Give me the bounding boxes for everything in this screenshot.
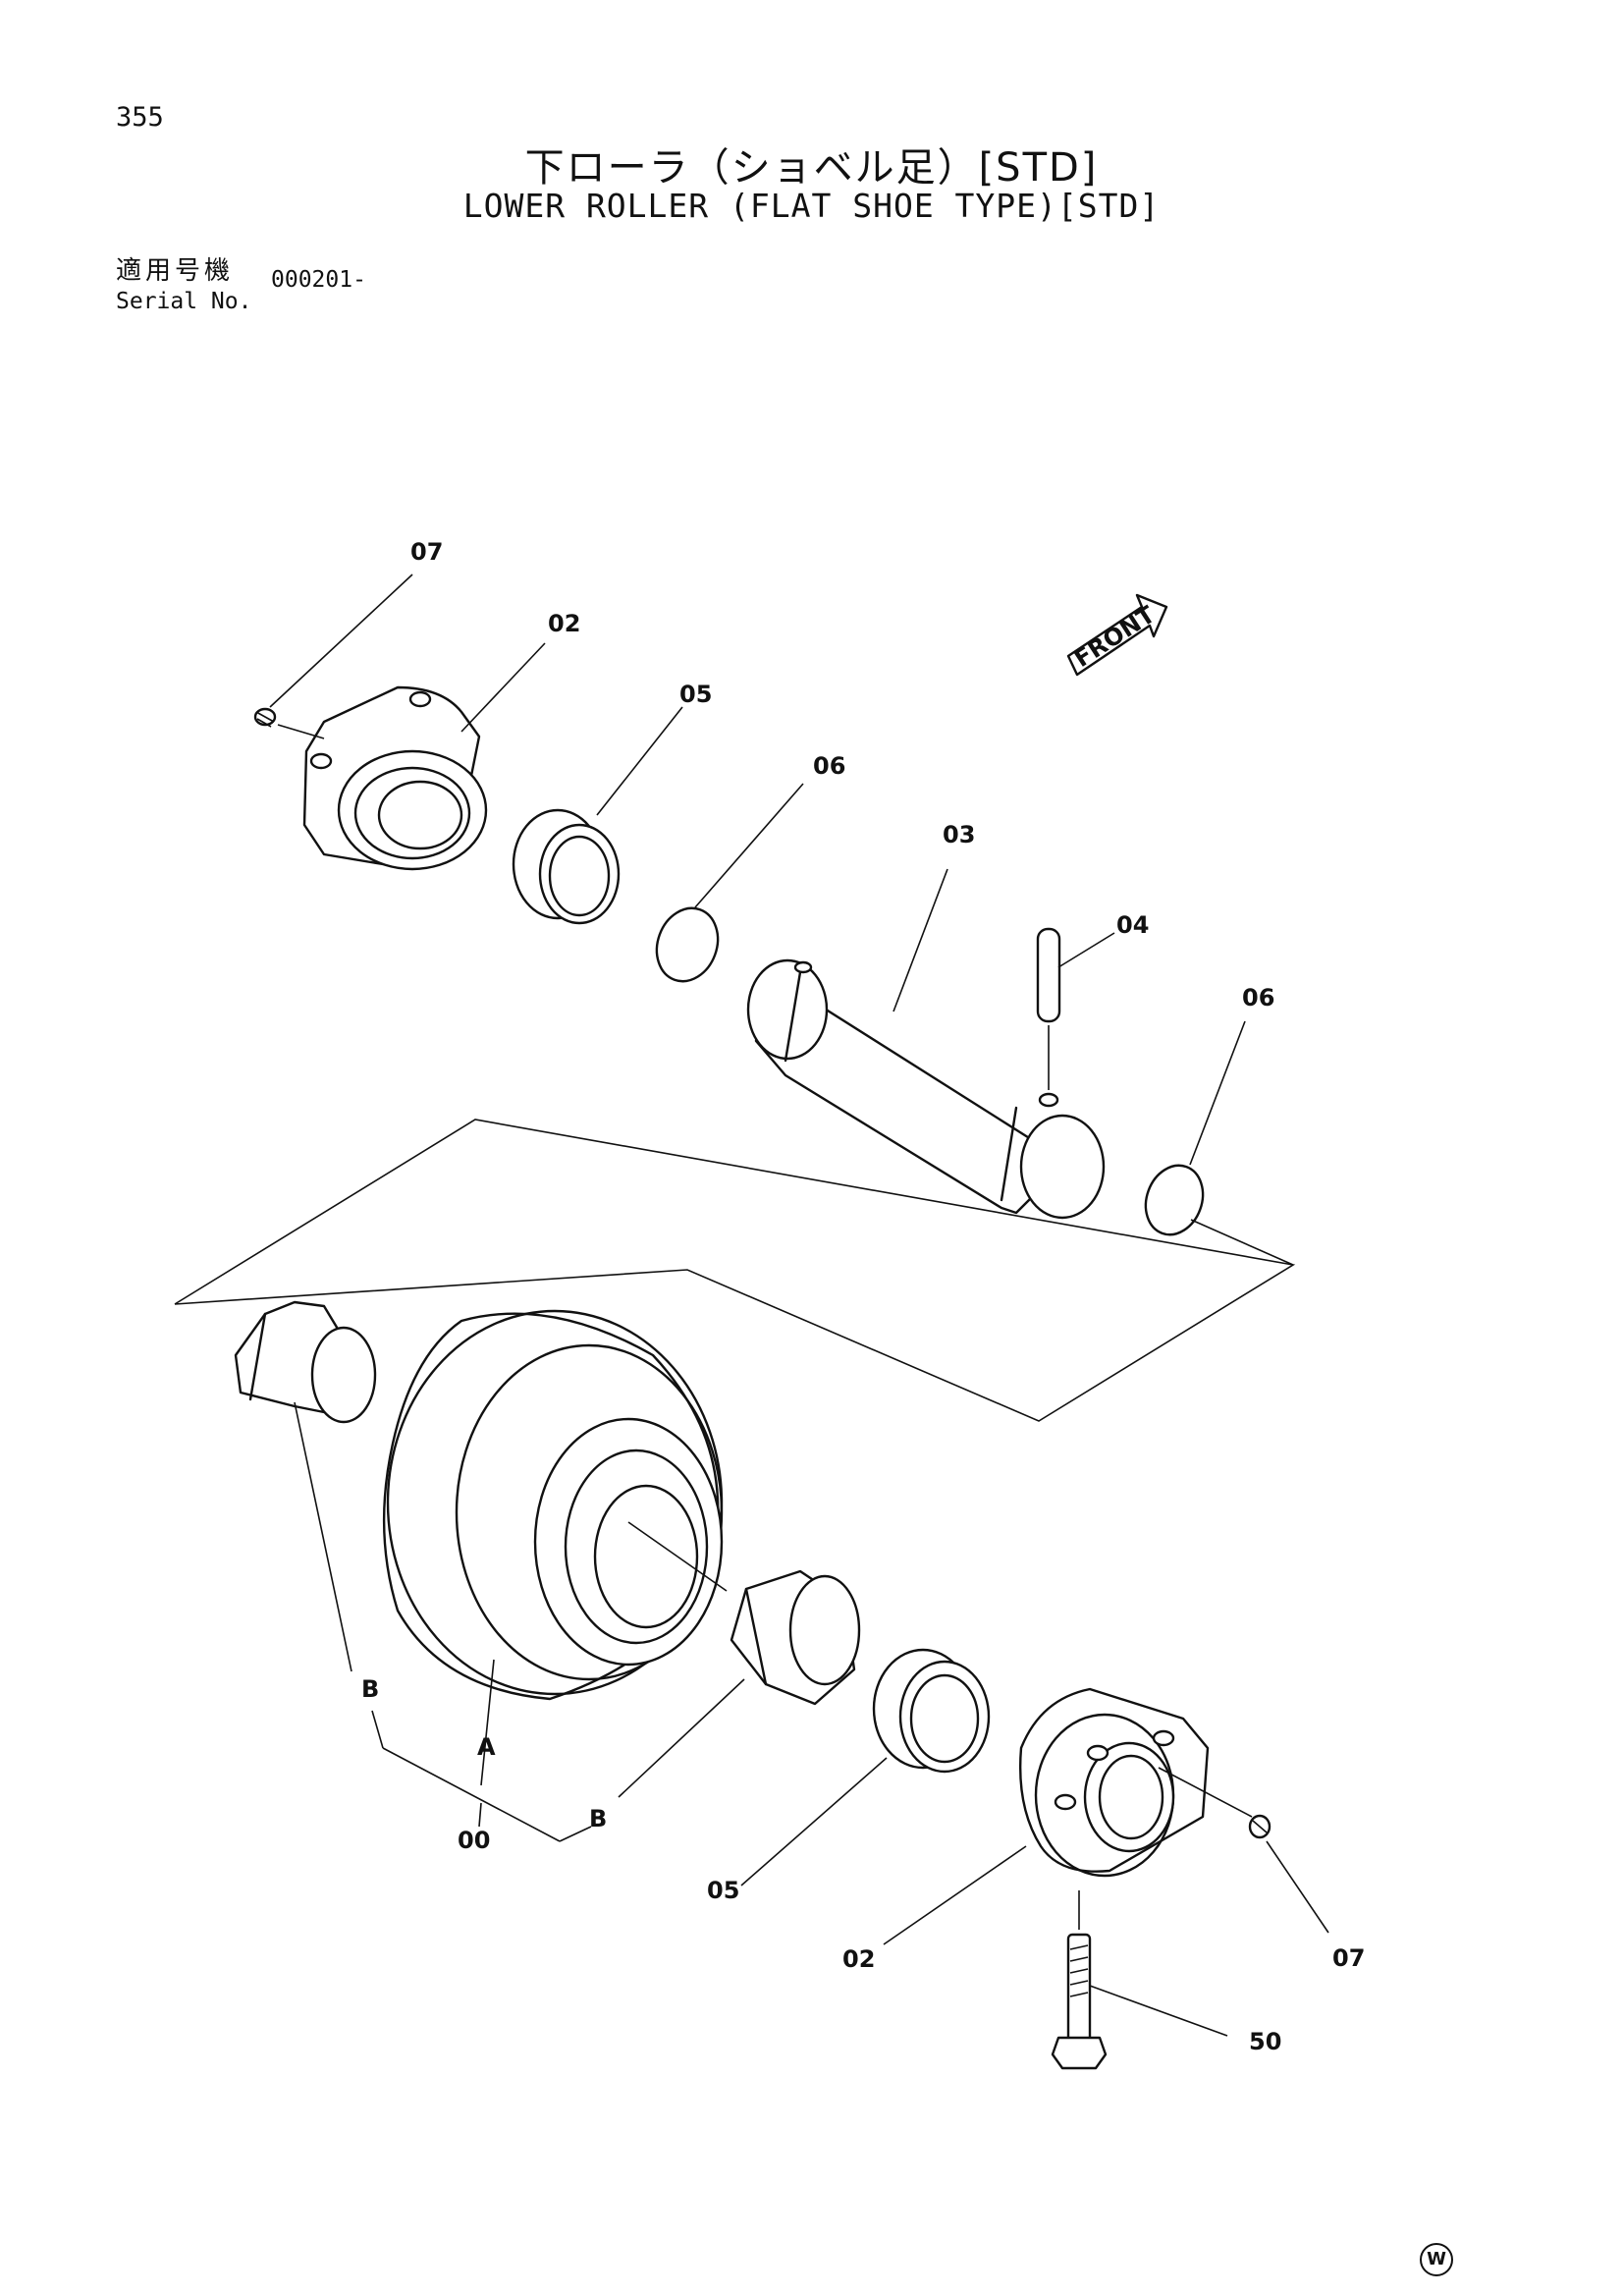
- callout-04: 04: [1116, 911, 1149, 939]
- part-50-bolt: [1051, 1890, 1108, 2070]
- part-03-shaft: [746, 958, 1106, 1220]
- callout-02-top: 02: [548, 610, 580, 637]
- callout-06-right: 06: [1242, 984, 1274, 1011]
- part-05-seal-top: [512, 808, 621, 925]
- callout-02-bottom: 02: [842, 1945, 875, 1973]
- serial-label-japanese: 適用号機: [116, 256, 235, 286]
- callout-b-bottom: B: [589, 1805, 607, 1832]
- page-title-japanese: 下ローラ（ショベル足）[STD]: [524, 145, 1099, 191]
- part-02-collar-top: [302, 685, 488, 871]
- part-02-collar-bottom: [1018, 1687, 1210, 1878]
- serial-number-value: 000201-: [271, 267, 366, 293]
- page-number: 355: [116, 102, 164, 133]
- front-label: FRONT: [1069, 600, 1161, 673]
- part-b-bushing-bottom: [730, 1569, 861, 1706]
- callout-50: 50: [1249, 2028, 1281, 2055]
- page-title-english: LOWER ROLLER (FLAT SHOE TYPE)[STD]: [462, 187, 1161, 225]
- leader-lines: [269, 574, 1329, 2037]
- callout-05-top: 05: [679, 681, 712, 708]
- callout-03: 03: [943, 821, 975, 848]
- assembly-outline: [174, 1119, 1296, 1422]
- part-b-bushing-left: [234, 1300, 377, 1424]
- callout-b-left: B: [361, 1675, 379, 1703]
- callout-a: A: [477, 1733, 496, 1761]
- front-direction-arrow: FRONT: [1066, 593, 1168, 677]
- callout-07-bottom: 07: [1332, 1944, 1365, 1972]
- part-06-oring-right: [1144, 1164, 1205, 1236]
- callout-labels: 07 02 05 06 03 04 06 B A 00 B 05 02 07 5…: [361, 538, 1365, 2055]
- part-07-plug-bottom: [1248, 1814, 1271, 1839]
- publisher-mark: W: [1420, 2243, 1453, 2276]
- part-a-roller-body: [382, 1309, 728, 1701]
- part-06-oring-mid: [655, 906, 720, 983]
- callout-05-bottom: 05: [707, 1877, 739, 1904]
- callout-07-top: 07: [410, 538, 443, 566]
- part-07-plug-top: [253, 707, 277, 728]
- callout-00: 00: [458, 1827, 490, 1854]
- part-04-pin: [1036, 927, 1061, 1090]
- callout-06-mid: 06: [813, 752, 845, 780]
- part-05-seal-bottom: [872, 1648, 991, 1774]
- serial-label-english: Serial No.: [116, 289, 252, 314]
